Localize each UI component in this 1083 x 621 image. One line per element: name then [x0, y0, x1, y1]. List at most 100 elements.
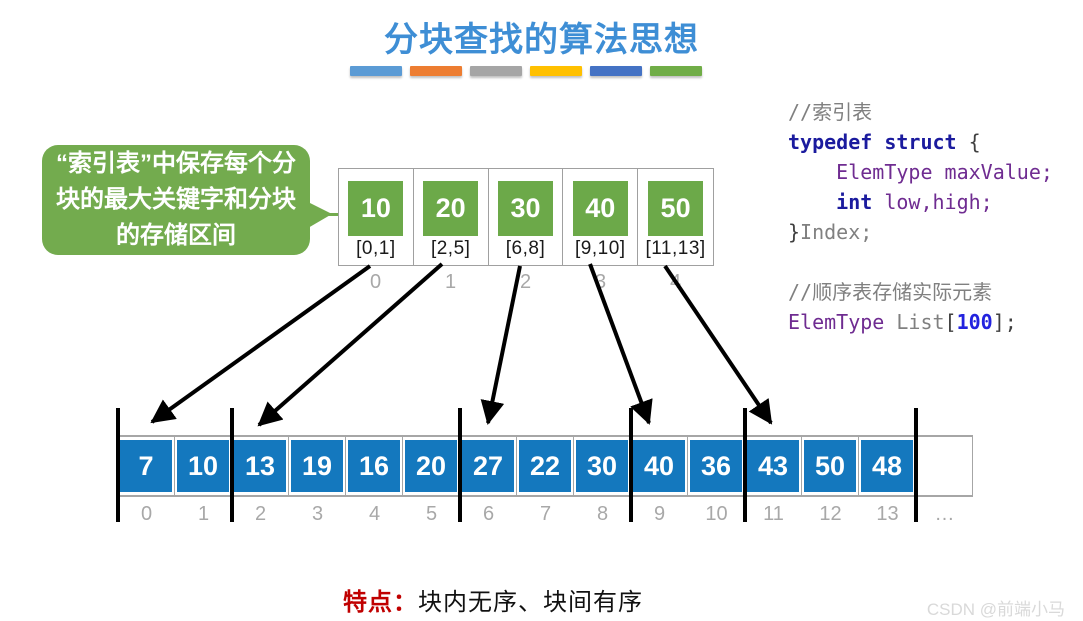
divider-bar	[470, 66, 522, 76]
sequence-cell: 30	[574, 437, 631, 495]
sequence-value: 20	[405, 440, 457, 492]
index-table-position: 1	[444, 271, 457, 293]
index-table-position: 2	[519, 271, 532, 293]
index-max-value: 40	[572, 181, 628, 236]
code-line: }Index;	[788, 217, 1053, 247]
code-token	[788, 160, 836, 184]
code-token	[872, 190, 884, 214]
sequence-position: 8	[596, 503, 609, 525]
sequence-value: 40	[633, 440, 685, 492]
code-token: ];	[992, 310, 1017, 334]
sequence-cell: 48	[859, 437, 916, 495]
index-table-position: 0	[369, 271, 382, 293]
sequence-cell: 22	[517, 437, 574, 495]
code-line: ElemType List[100];	[788, 307, 1053, 337]
sequence-cell: 36	[688, 437, 745, 495]
sequence-cell: 50	[802, 437, 859, 495]
sequence-position: 0	[140, 503, 153, 525]
index-max-value: 30	[497, 181, 553, 236]
footer-note: 特点：块内无序、块间有序	[343, 582, 643, 617]
code-token	[884, 310, 896, 334]
code-token: ElemType maxValue;	[836, 160, 1053, 184]
sequence-position: 5	[425, 503, 438, 525]
sequence-position: 3	[311, 503, 324, 525]
footer-text: 块内无序、块间有序	[418, 589, 643, 616]
block-divider	[458, 408, 462, 522]
code-line: //索引表	[788, 97, 1053, 127]
index-table-cell: 30[6,8]	[489, 169, 564, 265]
index-table-position: 3	[594, 271, 607, 293]
block-divider	[116, 408, 120, 522]
index-table-cell: 20[2,5]	[414, 169, 489, 265]
sequence-position: 10	[705, 503, 728, 525]
code-token: [	[944, 310, 957, 334]
sequence-position: 1	[197, 503, 210, 525]
sequence-position: 13	[876, 503, 899, 525]
code-line: typedef struct {	[788, 127, 1053, 157]
code-line	[788, 247, 1053, 277]
sequence-value: 36	[690, 440, 742, 492]
footer-label: 特点：	[343, 589, 418, 616]
index-range-label: [9,10]	[575, 238, 626, 259]
code-token: low,high;	[884, 190, 993, 214]
sequence-position: 9	[653, 503, 666, 525]
sequence-position: 2	[254, 503, 267, 525]
sequence-value: 43	[747, 440, 799, 492]
sequence-value: 27	[462, 440, 514, 492]
code-token: //索引表	[788, 100, 873, 124]
index-max-value: 20	[423, 181, 479, 236]
index-range-label: [0,1]	[356, 238, 396, 259]
index-table-cell: 10[0,1]	[339, 169, 414, 265]
sequence-cell: 40	[631, 437, 688, 495]
page-title: 分块查找的算法思想	[384, 21, 699, 59]
callout-line: 块的最大关键字和分块	[56, 186, 296, 213]
sequence-position: 7	[539, 503, 552, 525]
index-range-label: [11,13]	[645, 238, 706, 259]
block-divider	[743, 408, 747, 522]
code-token: //顺序表存储实际元素	[788, 280, 993, 304]
sequence-position: 4	[368, 503, 381, 525]
code-token: {	[956, 130, 981, 154]
sequence-value: 22	[519, 440, 571, 492]
sequence-value: 10	[177, 440, 229, 492]
divider-bar	[530, 66, 582, 76]
code-line: //顺序表存储实际元素	[788, 277, 1053, 307]
index-max-value: 50	[648, 181, 704, 236]
sequence-ellipsis: …	[934, 503, 955, 525]
divider-bar	[650, 66, 702, 76]
block-divider	[914, 408, 918, 522]
code-token: ElemType	[788, 310, 885, 334]
sequence-value: 30	[576, 440, 628, 492]
code-token: Index;	[800, 220, 873, 244]
callout-line: 的存储区间	[116, 222, 236, 249]
sequence-cell-empty	[916, 437, 973, 495]
index-table-cell: 50[11,13]	[638, 169, 713, 265]
code-line: ElemType maxValue;	[788, 157, 1053, 187]
sequence-cell: 19	[289, 437, 346, 495]
block-divider	[230, 408, 234, 522]
sequence-cell: 13	[232, 437, 289, 495]
code-token: }	[788, 220, 801, 244]
sequence-cell: 16	[346, 437, 403, 495]
sequence-value: 50	[804, 440, 856, 492]
sequence-cell: 7	[118, 437, 175, 495]
sequence-cell: 27	[460, 437, 517, 495]
code-block: //索引表 typedef struct { ElemType maxValue;…	[788, 97, 1053, 337]
index-table: 10[0,1]20[2,5]30[6,8]40[9,10]50[11,13]	[338, 168, 714, 266]
divider-bar	[590, 66, 642, 76]
index-table-cell: 40[9,10]	[563, 169, 639, 265]
code-token: int	[836, 190, 873, 214]
sequence-cell: 20	[403, 437, 460, 495]
sequence-cell: 43	[745, 437, 802, 495]
sequence-position: 11	[763, 503, 784, 525]
divider-bar	[410, 66, 462, 76]
sequence-value: 7	[120, 440, 172, 492]
callout-connector	[324, 213, 339, 216]
code-line: int low,high;	[788, 187, 1053, 217]
sequence-position: 6	[482, 503, 495, 525]
callout-line: “索引表”中保存每个分	[56, 150, 296, 177]
sequence-cell: 10	[175, 437, 232, 495]
